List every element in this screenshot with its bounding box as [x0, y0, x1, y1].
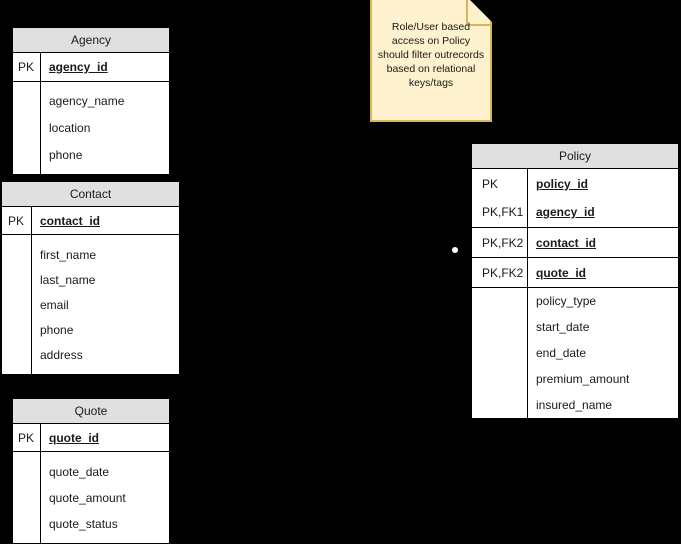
attribute-name: address — [40, 347, 83, 362]
key-column: PK PK,FK1 — [472, 169, 528, 227]
attribute-name: quote_id — [536, 265, 586, 280]
attribute-name: contact_id — [40, 213, 101, 228]
attribute-name: policy_id — [536, 177, 589, 191]
attribute-name: location — [49, 121, 91, 135]
attribute-name: quote_amount — [49, 490, 126, 505]
attribute-column: policy_type start_date end_date premium_… — [528, 288, 678, 418]
key-label: PK — [18, 430, 35, 445]
entity-policy-key-group-2: PK,FK2 contact_id — [472, 227, 678, 257]
attribute-column: contact_id — [32, 207, 179, 234]
attribute-name: agency_id — [536, 205, 595, 219]
entity-policy-title: Policy — [472, 144, 678, 169]
attribute-name: first_name — [40, 247, 97, 262]
entity-agency[interactable]: Agency PK agency_id agency_name location… — [12, 27, 170, 175]
entity-contact-key-group: PK contact_id — [2, 207, 179, 234]
entity-quote[interactable]: Quote PK quote_id quote_date quote_amoun… — [12, 398, 170, 544]
entity-policy[interactable]: Policy PK PK,FK1 policy_id agency_id PK,… — [471, 143, 679, 419]
key-label: PK — [8, 213, 25, 228]
key-label: PK,FK2 — [482, 235, 524, 250]
attribute-name: policy_type — [536, 294, 597, 308]
attribute-name: phone — [40, 322, 74, 337]
entity-agency-title: Agency — [13, 28, 169, 53]
attribute-name: last_name — [40, 272, 96, 287]
entity-contact-title: Contact — [2, 182, 179, 207]
attribute-name: end_date — [536, 346, 587, 360]
attribute-name: premium_amount — [536, 372, 630, 386]
attribute-column: agency_id — [41, 53, 169, 81]
key-column: PK — [13, 424, 41, 451]
key-column — [2, 235, 32, 374]
entity-quote-title: Quote — [13, 399, 169, 424]
attribute-column: quote_id — [528, 258, 678, 287]
key-label: PK,FK1 — [482, 205, 524, 219]
entity-quote-attr-group: quote_date quote_amount quote_status — [13, 451, 169, 543]
key-label: PK — [482, 177, 499, 191]
entity-contact[interactable]: Contact PK contact_id first_name last_na… — [1, 181, 180, 375]
sticky-note-text: Role/User based access on Policy should … — [377, 21, 485, 89]
attribute-column: quote_date quote_amount quote_status — [41, 452, 169, 543]
attribute-column: contact_id — [528, 228, 678, 257]
entity-contact-attr-group: first_name last_name email phone address — [2, 234, 179, 374]
entity-quote-key-group: PK quote_id — [13, 424, 169, 451]
attribute-name: quote_id — [49, 430, 99, 445]
entity-policy-key-group-3: PK,FK2 quote_id — [472, 257, 678, 287]
entity-policy-key-group-1: PK PK,FK1 policy_id agency_id — [472, 169, 678, 227]
key-column — [13, 452, 41, 543]
relationship-connector-dot[interactable] — [452, 247, 458, 253]
key-label: PK,FK2 — [482, 265, 524, 280]
attribute-name: start_date — [536, 320, 590, 334]
key-column — [472, 288, 528, 418]
key-label: PK — [18, 60, 35, 74]
attribute-column: first_name last_name email phone address — [32, 235, 179, 374]
attribute-name: quote_status — [49, 516, 118, 531]
attribute-column: policy_id agency_id — [528, 169, 678, 227]
key-column: PK — [2, 207, 32, 234]
attribute-column: quote_id — [41, 424, 169, 451]
entity-agency-key-group: PK agency_id — [13, 53, 169, 81]
attribute-column: agency_name location phone — [41, 82, 169, 174]
entity-agency-attr-group: agency_name location phone — [13, 81, 169, 174]
key-column: PK,FK2 — [472, 228, 528, 257]
attribute-name: agency_id — [49, 60, 108, 74]
attribute-name: insured_name — [536, 398, 613, 412]
entity-policy-attr-group: policy_type start_date end_date premium_… — [472, 287, 678, 418]
key-column: PK,FK2 — [472, 258, 528, 287]
key-column: PK — [13, 53, 41, 81]
attribute-name: email — [40, 297, 69, 312]
sticky-note[interactable]: Role/User based access on Policy should … — [370, 0, 492, 122]
attribute-name: quote_date — [49, 464, 110, 479]
attribute-name: agency_name — [49, 94, 125, 108]
attribute-name: phone — [49, 148, 83, 162]
key-column — [13, 82, 41, 174]
attribute-name: contact_id — [536, 235, 597, 250]
